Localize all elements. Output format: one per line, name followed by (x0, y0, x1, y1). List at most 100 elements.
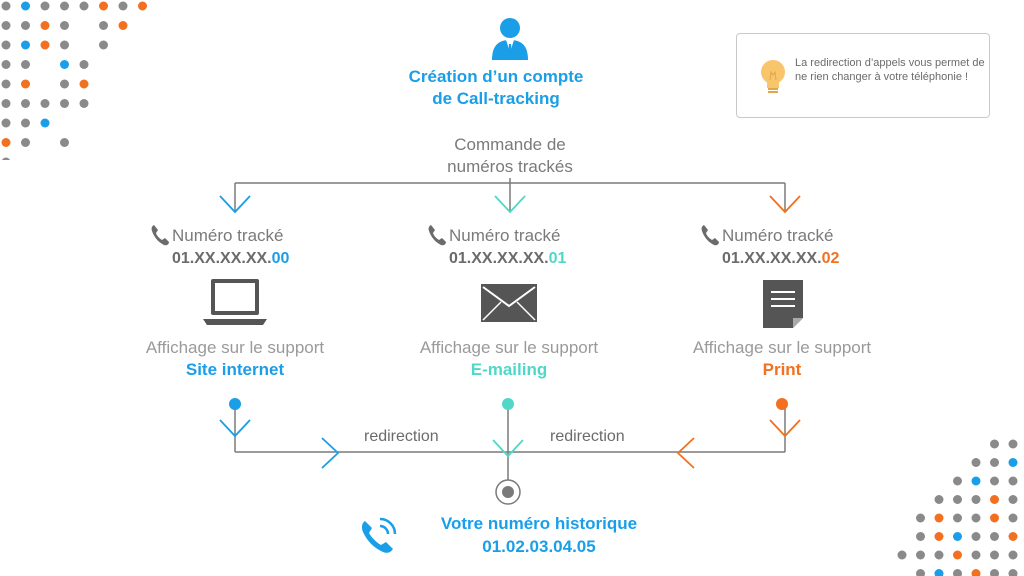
decorative-dot (934, 513, 944, 523)
decorative-dot (21, 21, 30, 30)
decorative-dot (1, 138, 11, 147)
phone-icon (428, 225, 446, 246)
branch-1-number-prefix: 01.XX.XX.XX. (449, 250, 549, 267)
decorative-dot (1008, 439, 1018, 449)
dot-pattern-top-left (1, 1, 147, 160)
branch-2-support-name: Print (762, 360, 802, 379)
decorative-dot (21, 138, 30, 147)
decorative-dot (1, 157, 11, 160)
decorative-dot (953, 532, 962, 541)
decorative-dot (21, 60, 30, 69)
decorative-dot (99, 1, 108, 11)
decorative-dot (916, 550, 925, 560)
redirection-left-label: redirection (364, 428, 439, 445)
decorative-dot (60, 60, 69, 69)
decorative-dot (1008, 513, 1018, 523)
dot-pattern-bottom-right (897, 439, 1018, 576)
decorative-dot (21, 118, 30, 128)
document-icon (763, 280, 803, 328)
decorative-dot (971, 513, 981, 523)
decorative-dot (1008, 458, 1018, 467)
decorative-dot (21, 40, 30, 50)
decorative-dot (990, 476, 999, 486)
decorative-dot (1, 79, 11, 89)
decorative-dot (953, 495, 962, 504)
decorative-dot (40, 118, 50, 128)
historic-number-title: Votre numéro historique (440, 514, 638, 533)
decorative-dot (60, 1, 69, 11)
decorative-dot (990, 569, 999, 576)
decorative-dot (60, 99, 69, 108)
decorative-dot (1008, 550, 1018, 560)
branch-0-number: 01.XX.XX.XX.00 (172, 248, 289, 270)
phone-icon (701, 225, 719, 246)
title-line2: de Call-tracking (432, 89, 560, 108)
decorative-dot (971, 458, 981, 467)
branch-2-number: 01.XX.XX.XX.02 (722, 248, 839, 270)
branch-2-support-label: Affichage sur le support (692, 338, 872, 357)
decorative-dot (990, 550, 999, 560)
phone-call-icon (361, 517, 397, 553)
tip-text: La redirection d’appels vous permet de n… (795, 57, 985, 83)
page-title: Création d’un compte de Call-tracking (362, 66, 630, 110)
decorative-dot (971, 550, 981, 560)
branch-1-support-label: Affichage sur le support (419, 338, 599, 357)
tip-box (736, 33, 990, 118)
decorative-dot (953, 513, 962, 523)
decorative-dot (40, 40, 50, 50)
phone-icon (151, 225, 169, 246)
decorative-dot (971, 532, 981, 541)
branch-1-support-name: E-mailing (470, 360, 548, 379)
decorative-dot (934, 495, 944, 504)
branch-0-support-label: Affichage sur le support (145, 338, 325, 357)
decorative-dot (21, 1, 30, 11)
decorative-dot (990, 532, 999, 541)
branch-0-label: Numéro tracké (172, 226, 284, 245)
decorative-dot (60, 40, 69, 50)
lightbulb-icon (761, 60, 785, 93)
decorative-dot (1, 60, 11, 69)
decorative-dot (1008, 476, 1018, 486)
decorative-dot (953, 476, 962, 486)
decorative-dot (990, 458, 999, 467)
decorative-dot (1008, 569, 1018, 576)
branch-0-support-name: Site internet (185, 360, 285, 379)
decorative-dot (1, 118, 11, 128)
branch-2-number-suffix: 02 (821, 250, 840, 267)
decorative-dot (990, 495, 999, 504)
laptop-icon (203, 279, 267, 325)
decorative-dot (916, 513, 925, 523)
redirection-right-label: redirection (550, 428, 625, 445)
decorative-dot (99, 40, 108, 50)
decorative-dot (79, 1, 89, 11)
decorative-dot (79, 60, 89, 69)
decorative-dot (971, 476, 981, 486)
decorative-dot (990, 513, 999, 523)
decorative-dot (1, 1, 11, 11)
envelope-icon (481, 284, 537, 322)
decorative-dot (971, 495, 981, 504)
decorative-dot (1, 99, 11, 108)
decorative-dot (60, 79, 69, 89)
branch-1-label: Numéro tracké (449, 226, 561, 245)
decorative-dot (1, 21, 11, 30)
branch-2-label: Numéro tracké (722, 226, 834, 245)
decorative-dot (40, 21, 50, 30)
decorative-dot (934, 569, 944, 576)
decorative-dot (897, 550, 907, 560)
decorative-dot (60, 138, 69, 147)
decorative-dot (953, 550, 962, 560)
decorative-dot (1008, 495, 1018, 504)
decorative-dot (916, 569, 925, 576)
decorative-dot (79, 99, 89, 108)
decorative-dot (21, 99, 30, 108)
branch-1-number: 01.XX.XX.XX.01 (449, 248, 566, 270)
decorative-dot (934, 550, 944, 560)
decorative-dot (971, 569, 981, 576)
decorative-dot (60, 21, 69, 30)
decorative-dot (118, 21, 128, 30)
decorative-dot (40, 99, 50, 108)
order-label: Commande de numéros trackés (380, 134, 640, 178)
order-line2: numéros trackés (447, 157, 573, 176)
branch-0-number-suffix: 00 (271, 250, 290, 267)
